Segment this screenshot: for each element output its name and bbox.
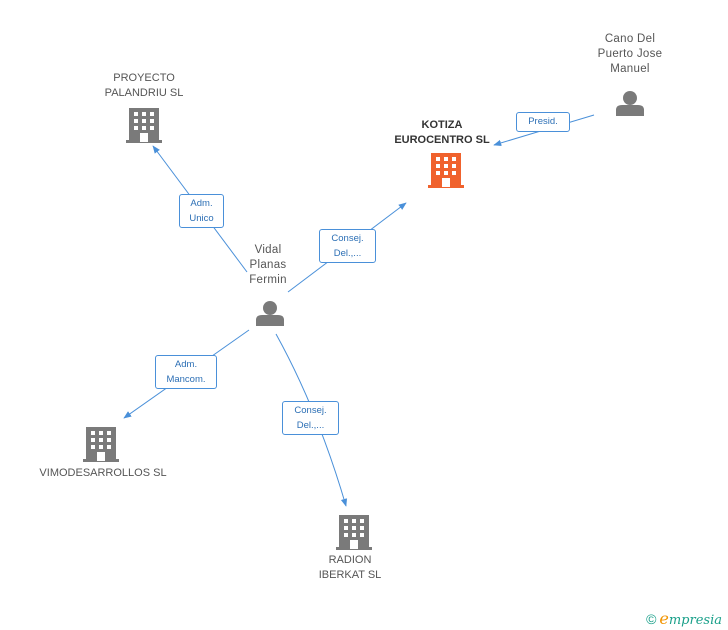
relation-label-consej-del-radion[interactable]: Consej. Del.,...: [282, 401, 339, 435]
relation-label-adm-unico[interactable]: Adm. Unico: [179, 194, 224, 228]
node-label-vidal-planas[interactable]: Vidal Planas Fermin: [249, 244, 287, 286]
relation-label-consej-del-kotiza[interactable]: Consej. Del.,...: [319, 229, 376, 263]
node-label-kotiza-eurocentro[interactable]: KOTIZA EUROCENTRO SL: [394, 119, 490, 146]
copyright-symbol: ©: [646, 610, 657, 627]
node-label-cano-del-puerto[interactable]: Cano Del Puerto Jose Manuel: [597, 33, 663, 75]
brand-footer: © empresia: [646, 609, 722, 628]
person-icon[interactable]: [256, 301, 284, 326]
relation-label-adm-mancom[interactable]: Adm. Mancom.: [155, 355, 217, 389]
building-icon[interactable]: [336, 515, 372, 550]
node-label-vimodesarrollos[interactable]: VIMODESARROLLOS SL: [39, 467, 167, 479]
empresia-logo[interactable]: empresia: [659, 609, 722, 628]
node-label-proyecto-palandriu[interactable]: PROYECTO PALANDRIU SL: [104, 72, 184, 99]
person-icon[interactable]: [616, 91, 644, 116]
node-label-radion-iberkat[interactable]: RADION IBERKAT SL: [318, 554, 382, 581]
building-icon[interactable]: [126, 108, 162, 143]
building-icon[interactable]: [428, 153, 464, 188]
relation-label-presid[interactable]: Presid.: [516, 112, 570, 132]
building-icon[interactable]: [83, 427, 119, 462]
